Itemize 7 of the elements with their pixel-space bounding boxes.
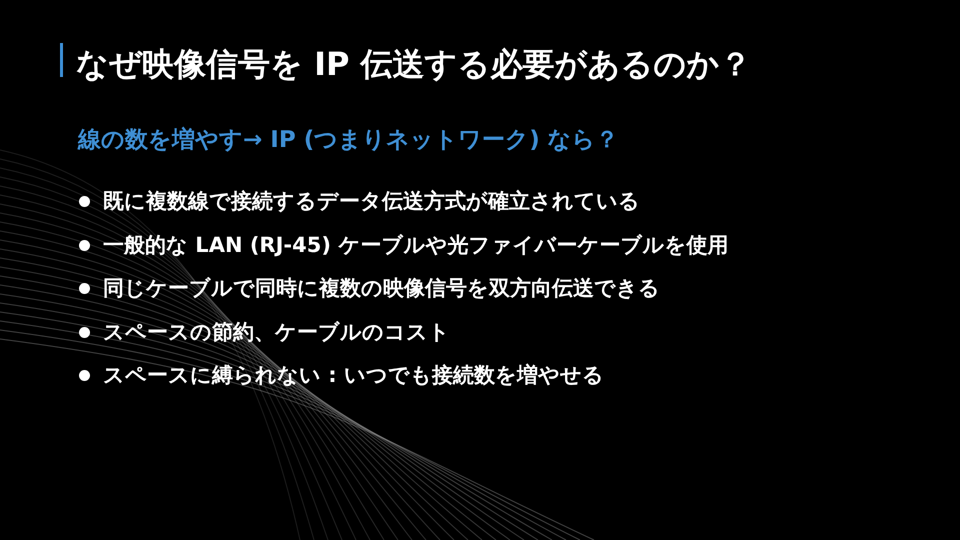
bullet-text: 一般的な LAN (RJ-45) ケーブルや光ファイバーケーブルを使用 [103,232,728,258]
slide-title: なぜ映像信号を IP 伝送する必要があるのか？ [76,44,752,85]
bullet-text: スペースの節約、ケーブルのコスト [103,318,450,346]
slide-subtitle: 線の数を増やす→ IP (つまりネットワーク) なら？ [78,126,619,155]
bullet-text: スペースに縛られない : いつでも接続数を増やせる [103,362,604,389]
bullet-text: 同じケーブルで同時に複数の映像信号を双方向伝送できる [103,275,660,302]
bullet-text: 既に複数線で接続するデータ伝送方式が確立されている [103,188,640,215]
